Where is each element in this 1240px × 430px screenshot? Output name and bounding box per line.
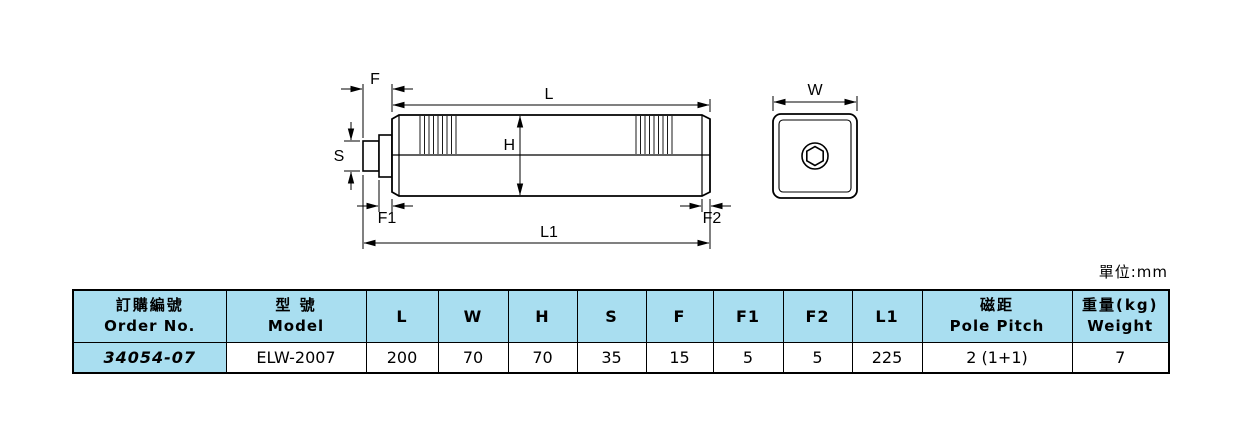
dimension-lines (341, 84, 731, 249)
col-header-weight-zh: 重量(kg) (1082, 296, 1159, 315)
col-header-l1: L1 (851, 289, 923, 343)
col-header-s-label: S (605, 306, 618, 326)
col-header-f2-label: F2 (805, 306, 830, 326)
col-header-model-zh: 型 號 (275, 296, 317, 315)
dim-label-f: F (370, 71, 380, 88)
cell-model: ELW-2007 (225, 341, 367, 374)
shaft-collar (378, 134, 393, 178)
cell-s: 35 (576, 341, 647, 374)
header-row: 訂購編號 Order No. 型 號 Model L W H S F F1 F2… (72, 289, 1170, 343)
dim-label-h: H (503, 137, 515, 154)
unit-label: 單位:mm (1098, 263, 1168, 281)
cell-w: 70 (437, 341, 509, 374)
dim-label-f1: F1 (378, 210, 397, 227)
side-view (362, 114, 711, 197)
col-header-w: W (437, 289, 509, 343)
col-header-pole-pitch: 磁距 Pole Pitch (921, 289, 1073, 343)
w-dimension (772, 96, 858, 111)
col-header-order-no: 訂購編號 Order No. (72, 289, 227, 343)
col-header-pole-pitch-en: Pole Pitch (949, 317, 1045, 336)
col-header-l-label: L (396, 306, 408, 326)
shaft-stub (362, 140, 380, 172)
cell-pole-pitch: 2 (1+1) (921, 341, 1073, 374)
knurl-hatching (419, 116, 673, 154)
col-header-model-en: Model (267, 317, 325, 336)
dim-label-l: L (545, 86, 554, 103)
col-header-weight-en: Weight (1087, 317, 1154, 336)
col-header-l: L (365, 289, 439, 343)
col-header-f1: F1 (712, 289, 784, 343)
col-header-s: S (576, 289, 647, 343)
hex-socket (805, 145, 825, 167)
cell-order-no: 34054-07 (72, 341, 227, 374)
cell-weight: 7 (1071, 341, 1170, 374)
cell-f: 15 (645, 341, 714, 374)
cell-h: 70 (507, 341, 578, 374)
dim-label-l1: L1 (540, 224, 558, 241)
spec-table: 訂購編號 Order No. 型 號 Model L W H S F F1 F2… (72, 289, 1170, 374)
cell-f1: 5 (712, 341, 784, 374)
dim-label-s: S (334, 148, 345, 165)
dim-label-w: W (807, 82, 823, 99)
col-header-h: H (507, 289, 578, 343)
col-header-f-label: F (673, 306, 686, 326)
cell-l1: 225 (851, 341, 923, 374)
dimension-labels: F L H S F1 F2 L1 W (334, 71, 824, 241)
col-header-weight: 重量(kg) Weight (1071, 289, 1170, 343)
col-header-order-no-en: Order No. (104, 317, 196, 336)
col-header-order-no-zh: 訂購編號 (115, 296, 184, 315)
cell-l: 200 (365, 341, 439, 374)
col-header-model: 型 號 Model (225, 289, 367, 343)
col-header-h-label: H (535, 306, 550, 326)
dim-label-f2: F2 (703, 210, 722, 227)
table-row: 34054-07 ELW-2007 200 70 70 35 15 5 5 22… (72, 341, 1170, 374)
cell-f2: 5 (782, 341, 853, 374)
col-header-pole-pitch-zh: 磁距 (979, 296, 1014, 315)
col-header-w-label: W (463, 306, 483, 326)
col-header-f1-label: F1 (735, 306, 761, 326)
col-header-f: F (645, 289, 714, 343)
end-view (772, 113, 858, 199)
col-header-f2: F2 (782, 289, 853, 343)
col-header-l1-label: L1 (875, 306, 899, 326)
technical-drawing: F L H S F1 F2 L1 W (334, 71, 858, 249)
